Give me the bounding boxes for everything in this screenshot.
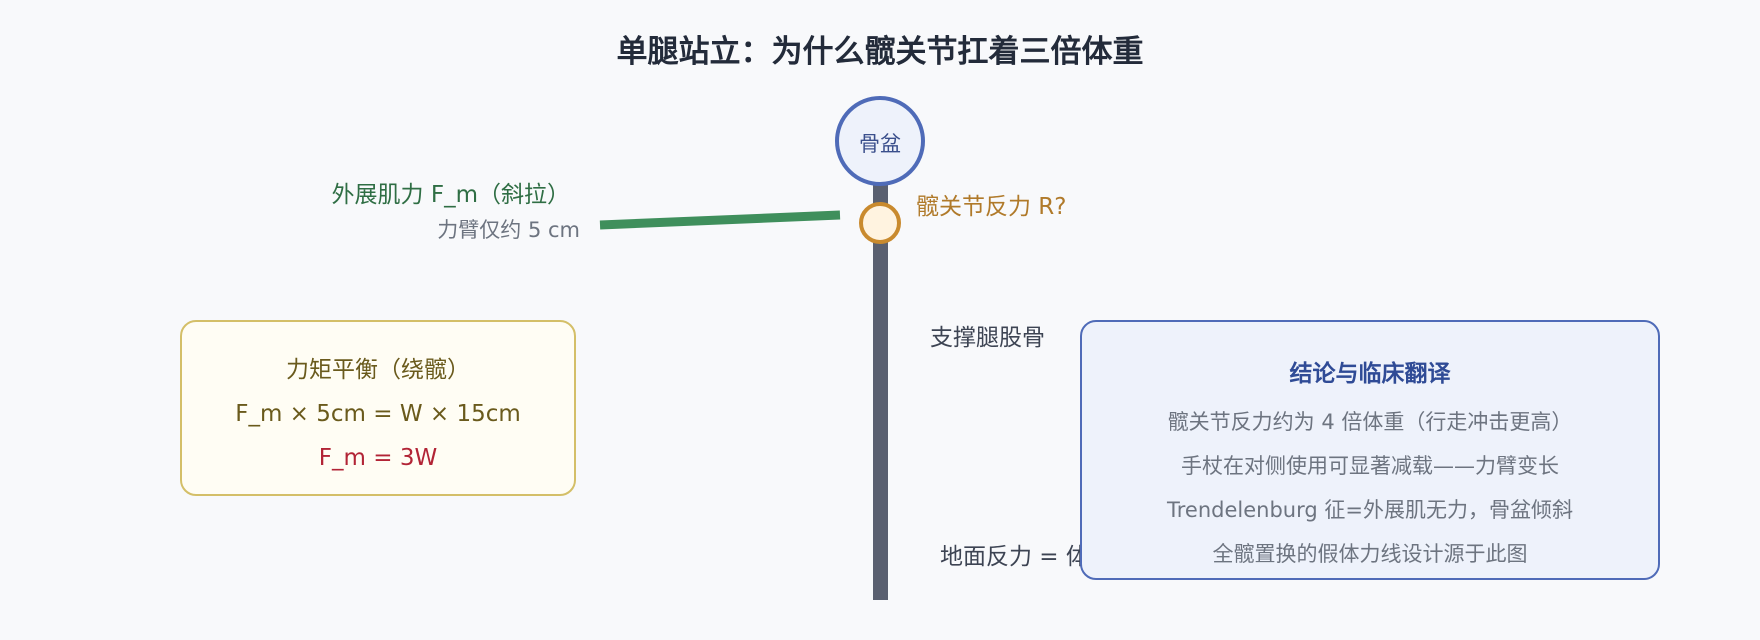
muscle-force-line <box>599 210 841 230</box>
conclusion-item: Trendelenburg 征=外展肌无力，骨盆倾斜 <box>1167 498 1573 522</box>
lever-arm-label: 力臂仅约 5 cm <box>437 218 580 242</box>
conclusion-box: 结论与临床翻译 髋关节反力约为 4 倍体重（行走冲击更高） 手杖在对侧使用可显著… <box>1080 320 1660 580</box>
conclusion-item: 手杖在对侧使用可显著减载——力臂变长 <box>1181 454 1559 478</box>
moment-box-title: 力矩平衡（绕髋） <box>286 357 470 383</box>
pelvis-node <box>835 96 925 186</box>
conclusion-item: 全髋置换的假体力线设计源于此图 <box>1212 542 1528 566</box>
muscle-force-label: 外展肌力 F_m（斜拉） <box>331 182 570 208</box>
pelvis-label: 骨盆 <box>859 132 901 156</box>
femur-shaft <box>873 180 888 600</box>
hip-reaction-label: 髋关节反力 R? <box>916 194 1067 220</box>
moment-balance-box: 力矩平衡（绕髋） F_m × 5cm = W × 15cm F_m = 3W <box>180 320 576 496</box>
conclusion-item: 髋关节反力约为 4 倍体重（行走冲击更高） <box>1167 410 1573 434</box>
femur-label: 支撑腿股骨 <box>930 325 1045 351</box>
moment-equation: F_m × 5cm = W × 15cm <box>235 401 521 427</box>
moment-result: F_m = 3W <box>318 445 438 471</box>
hip-joint-node <box>859 202 901 244</box>
conclusion-heading: 结论与临床翻译 <box>1289 361 1451 387</box>
diagram-title: 单腿站立：为什么髋关节扛着三倍体重 <box>616 34 1144 70</box>
